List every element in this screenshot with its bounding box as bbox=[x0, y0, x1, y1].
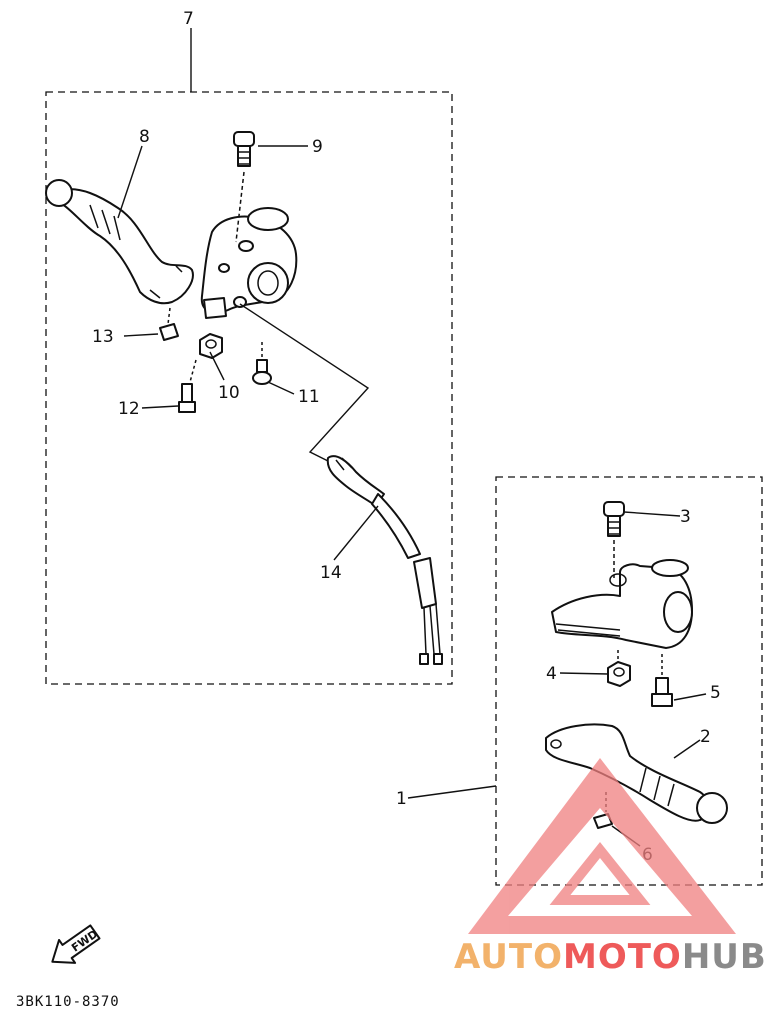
nut-4 bbox=[607, 650, 631, 687]
leader-lines bbox=[117, 28, 707, 847]
screw-11 bbox=[252, 342, 272, 385]
clip-6 bbox=[593, 792, 613, 829]
brake-lever-holder bbox=[551, 559, 693, 649]
nut-10 bbox=[199, 333, 223, 359]
clip-13 bbox=[159, 307, 179, 341]
bolt-9 bbox=[233, 131, 255, 243]
switch-wire bbox=[239, 303, 443, 665]
brake-lever bbox=[545, 723, 728, 824]
callout-5: 5 bbox=[710, 683, 721, 703]
bolt-3 bbox=[603, 501, 625, 578]
callout-7: 7 bbox=[183, 9, 194, 29]
bolt-12 bbox=[178, 359, 197, 413]
callout-3: 3 bbox=[680, 507, 691, 527]
callout-11: 11 bbox=[298, 387, 320, 407]
clutch-lever bbox=[45, 179, 194, 305]
watermark-hub: HUB bbox=[682, 937, 767, 977]
callout-8: 8 bbox=[139, 127, 150, 147]
group-box-7 bbox=[45, 91, 453, 685]
callout-1: 1 bbox=[396, 789, 407, 809]
callout-4: 4 bbox=[546, 664, 557, 684]
lever-holder bbox=[200, 207, 298, 319]
watermark-moto: MOTO bbox=[563, 937, 682, 977]
watermark-triangle-icon bbox=[468, 758, 736, 934]
callout-12: 12 bbox=[118, 399, 140, 419]
callout-10: 10 bbox=[218, 383, 240, 403]
callout-2: 2 bbox=[700, 727, 711, 747]
watermark-text: AUTOMOTOHUB bbox=[454, 937, 767, 977]
watermark-logo bbox=[468, 758, 736, 934]
bolt-5 bbox=[651, 654, 673, 707]
svg-text:AUTOMOTOHUB: AUTOMOTOHUB bbox=[454, 937, 767, 977]
part-code: 3BK110-8370 bbox=[16, 994, 120, 1010]
callout-13: 13 bbox=[92, 327, 114, 347]
callout-9: 9 bbox=[312, 137, 323, 157]
callout-14: 14 bbox=[320, 563, 342, 583]
watermark-auto: AUTO bbox=[454, 937, 563, 977]
fwd-arrow-icon: FWD bbox=[51, 924, 101, 964]
